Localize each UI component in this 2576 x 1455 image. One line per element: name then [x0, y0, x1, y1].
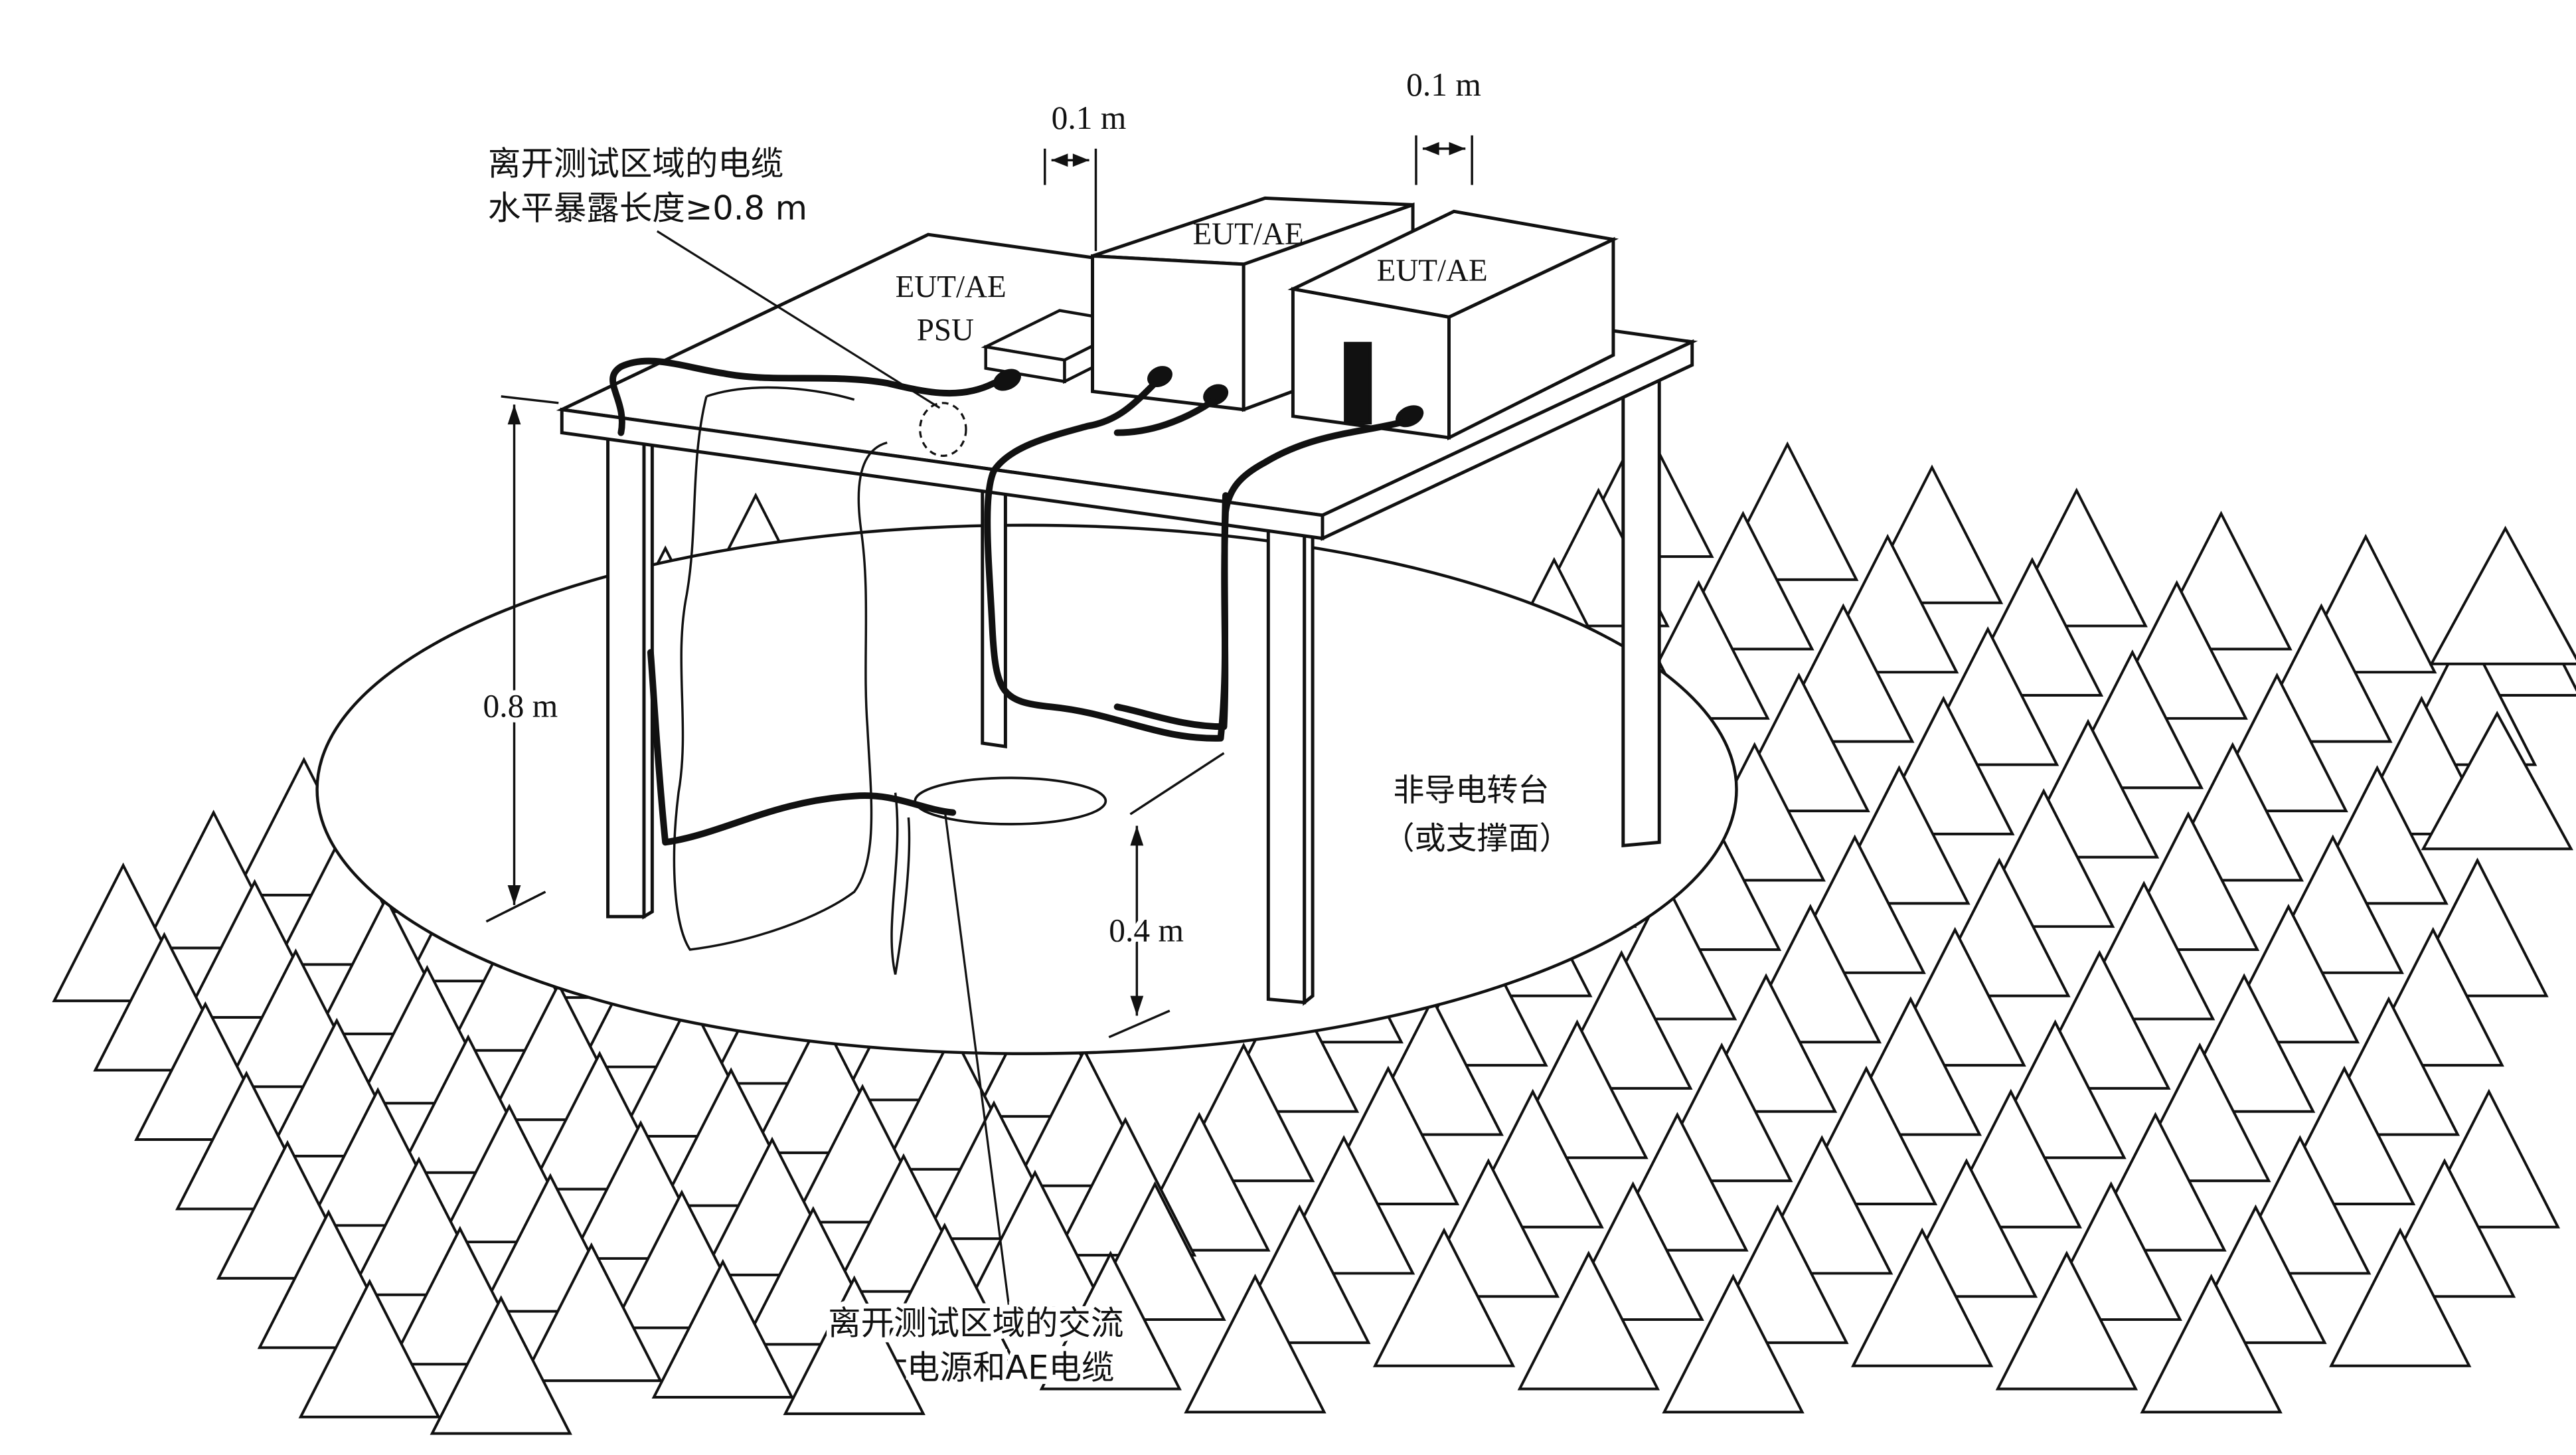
eut-ae-psu-label-line1: EUT/AE	[896, 270, 1006, 305]
dimension-arrowheads	[507, 141, 1466, 1016]
cable-exposure-label-line2: 水平暴露长度≥0.8 m	[488, 189, 807, 228]
table-leg-front-left	[606, 436, 646, 918]
absorber-pyramid	[651, 1258, 794, 1399]
dim-label-top-right: 0.1 m	[1406, 66, 1481, 103]
table-leg-front-right-side	[1303, 505, 1315, 1006]
eut-box-2-port	[1344, 341, 1372, 425]
absorber-pyramid	[520, 1242, 663, 1383]
dim-label-top-left: 0.1 m	[1052, 100, 1127, 136]
cables	[609, 357, 1410, 846]
turntable-ellipse	[315, 523, 1738, 1055]
ac-power-ae-cable-label-line2: 电源和AE电缆	[907, 1348, 1115, 1387]
absorber-pyramid	[2329, 1227, 2472, 1367]
psu-cable	[609, 357, 998, 436]
cable-exposure-label-line1: 离开测试区域的电缆	[488, 145, 783, 183]
absorber-pyramid	[298, 1278, 441, 1418]
thin-cables	[673, 386, 911, 975]
absorber-pyramid	[1517, 1250, 1660, 1391]
absorber-pyramid	[430, 1295, 572, 1435]
turntable-label-line2: （或支撑面）	[1384, 820, 1571, 857]
eut-ae-box1-label: EUT/AE	[1192, 217, 1303, 252]
absorber-pyramid	[1995, 1250, 2138, 1391]
absorber-pyramid	[783, 1275, 926, 1415]
table-leg-front-right	[1266, 501, 1307, 1005]
eut2-cable	[1113, 418, 1410, 730]
table-leg-back-right	[1621, 375, 1661, 848]
eut1-cable-b	[1113, 398, 1216, 436]
absorber-pyramid	[1372, 1227, 1516, 1367]
turntable-label-line1: 非导电转台	[1393, 772, 1549, 809]
absorber-pyramid	[2140, 1274, 2283, 1414]
ac-power-ae-cable-label-line1: 离开测试区域的交流	[828, 1304, 1123, 1342]
absorber-pyramid	[1184, 1274, 1327, 1414]
absorber-pyramid	[873, 1222, 1016, 1363]
cable-exit-dashed-circle	[919, 402, 967, 458]
absorber-pyramid	[1662, 1274, 1805, 1414]
absorber-pyramid	[2429, 525, 2576, 665]
table-height-label: 0.8 m	[483, 687, 558, 724]
table-top-side-edge	[1321, 339, 1694, 541]
absorber-pyramid	[1039, 1250, 1182, 1391]
cable-height-label: 0.4 m	[1109, 912, 1184, 948]
eut-ae-box2-label: EUT/AE	[1377, 254, 1488, 288]
absorber-pyramid	[2421, 711, 2573, 851]
eut-ae-psu-label-line2: PSU	[917, 313, 974, 347]
absorber-pyramid-field	[52, 418, 2576, 1435]
leader-lines	[656, 230, 1010, 1305]
absorber-pyramid	[1850, 1227, 1994, 1367]
eut-box-2	[1287, 209, 1619, 441]
